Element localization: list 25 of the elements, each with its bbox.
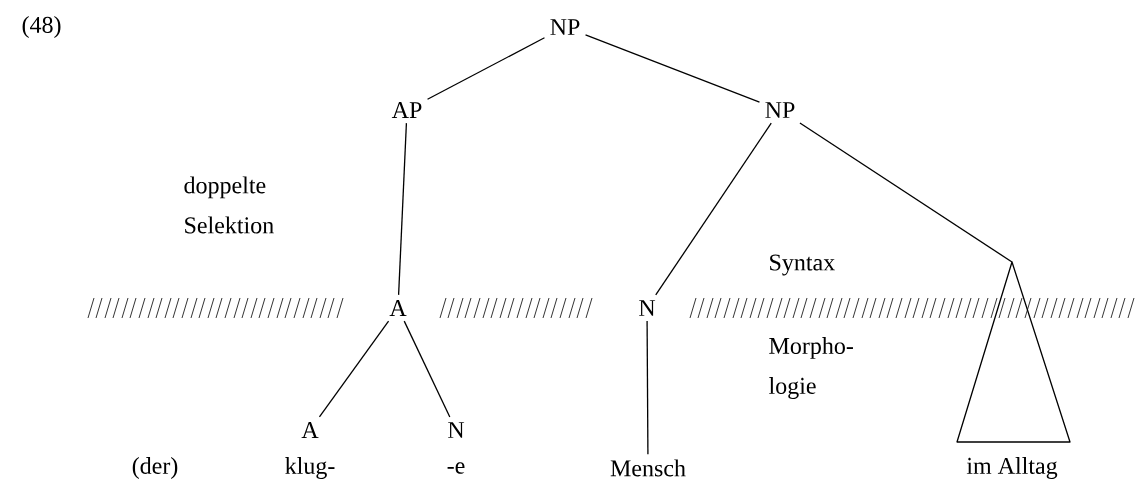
tree-label: AP [391,102,422,118]
tree-branch [655,122,772,296]
tree-branch [646,320,649,455]
annotation: (der) [132,457,178,479]
tree-label: NP [550,19,580,35]
word: im Alltag [966,457,1058,479]
annotation: Syntax [770,254,835,276]
tree-branch [403,320,451,418]
tree-branch [397,122,408,296]
tree-label: N [448,422,465,438]
tree-label: Mensch [610,459,686,477]
tree-label: NP [765,102,795,118]
tree-label: A [301,422,319,438]
tree-label: A [389,300,407,316]
tree-branch [426,37,546,100]
tree-branch [584,34,761,103]
word: -e [447,462,465,474]
triangle [956,261,1071,443]
tree-branch [318,320,390,418]
annotation: (48) [22,16,61,38]
word: klug- [285,457,335,479]
annotation: doppelte Selektion [184,176,274,234]
tree-branch [799,122,1013,263]
tree-label: N [639,300,656,316]
annotation: Morpho- logie [769,337,853,399]
